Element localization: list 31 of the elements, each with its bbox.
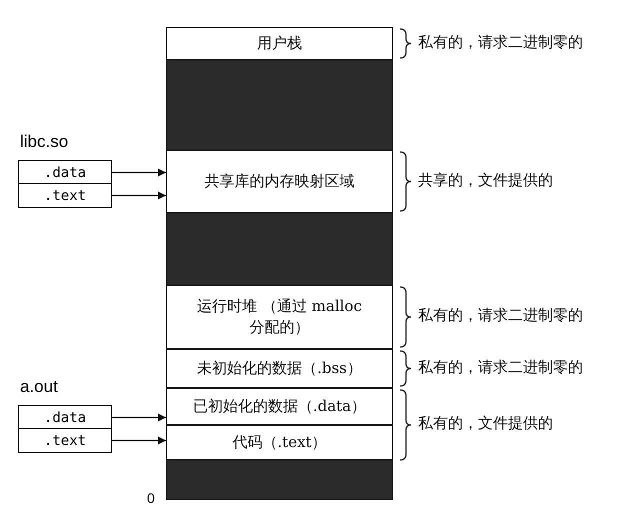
segment-label: 共享库的内存映射区域	[204, 171, 354, 192]
unused-region-block	[166, 460, 393, 500]
annotation-text: 私有的，请求二进制零的	[418, 358, 583, 376]
segment-label: 用户栈	[257, 33, 302, 54]
section-cell: .text	[18, 183, 112, 208]
annotation-text: 私有的，请求二进制零的	[418, 32, 583, 52]
segment-label: 已初始化的数据（.data）	[192, 396, 366, 417]
file-name-label: libc.so	[20, 132, 68, 152]
annotation-text: 共享的，文件提供的	[418, 170, 553, 190]
arrow	[112, 436, 166, 444]
annotation-text: 私有的，请求二进制零的	[418, 306, 583, 325]
file-name-label: a.out	[20, 377, 58, 397]
memory-segment-box	[166, 150, 393, 213]
arrow	[112, 414, 166, 422]
unused-region-block	[166, 213, 393, 285]
memory-segment-box	[166, 388, 393, 425]
address-label: 0	[147, 490, 155, 506]
arrow	[112, 192, 166, 200]
section-cell: .data	[18, 405, 112, 430]
memory-segment-box	[166, 349, 393, 388]
unused-region-block	[166, 60, 393, 150]
segment-label: 运行时堆 （通过 malloc 分配的）	[196, 296, 363, 338]
segment-label: 代码（.text）	[232, 432, 327, 453]
memory-segment-box	[166, 425, 393, 460]
section-cell: .data	[18, 160, 112, 185]
memory-segment-box	[166, 27, 393, 60]
section-cell: .text	[18, 428, 112, 453]
arrow	[112, 168, 166, 176]
segment-label: 未初始化的数据（.bss）	[197, 358, 362, 379]
annotation-text: 私有的，文件提供的	[418, 414, 553, 433]
memory-segment-box	[166, 285, 393, 349]
